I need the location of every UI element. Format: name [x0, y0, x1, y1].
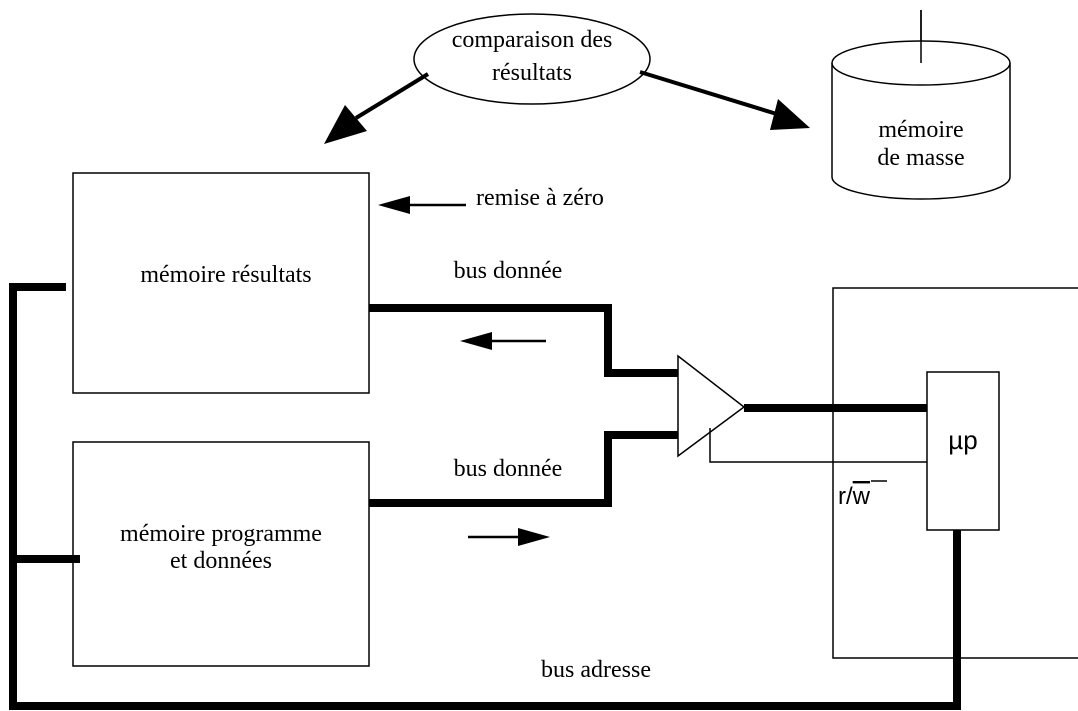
address-bus-line	[9, 283, 961, 710]
results-memory-label: mémoire résultats	[140, 262, 311, 288]
program-memory-line2: et données	[170, 548, 272, 574]
data-bus-bottom-arrow	[468, 528, 550, 546]
data-bus-bottom-label: bus donnée	[454, 456, 563, 482]
data-bus-bottom-line	[369, 431, 678, 507]
address-bus-label: bus adresse	[541, 657, 651, 683]
reset-arrow	[378, 196, 466, 214]
cpu-label: µp	[948, 425, 977, 455]
comparison-bubble: comparaison des résultats	[413, 13, 651, 105]
bubble-line1: comparaison des	[452, 27, 613, 53]
data-bus-top-line	[369, 304, 678, 377]
cpu-box: µp	[926, 371, 1000, 531]
data-bus-top-label: bus donnée	[454, 258, 563, 284]
bubble-line2: résultats	[492, 60, 572, 86]
program-memory-box: mémoire programme et données	[72, 441, 370, 667]
results-memory-box: mémoire résultats	[72, 172, 370, 394]
mass-storage-cylinder: mémoire de masse	[831, 10, 1011, 200]
buffer-triangle	[677, 354, 746, 458]
bubble-arrow-left	[324, 72, 430, 144]
storage-line2: de masse	[877, 145, 964, 171]
rw-label: r/w	[838, 483, 871, 510]
data-bus-top-arrow	[460, 332, 546, 350]
storage-line1: mémoire	[878, 117, 963, 143]
rw-control-line	[709, 428, 927, 463]
bubble-arrow-right	[639, 70, 810, 130]
reset-label: remise à zéro	[476, 185, 604, 211]
program-memory-line1: mémoire programme	[120, 521, 322, 547]
